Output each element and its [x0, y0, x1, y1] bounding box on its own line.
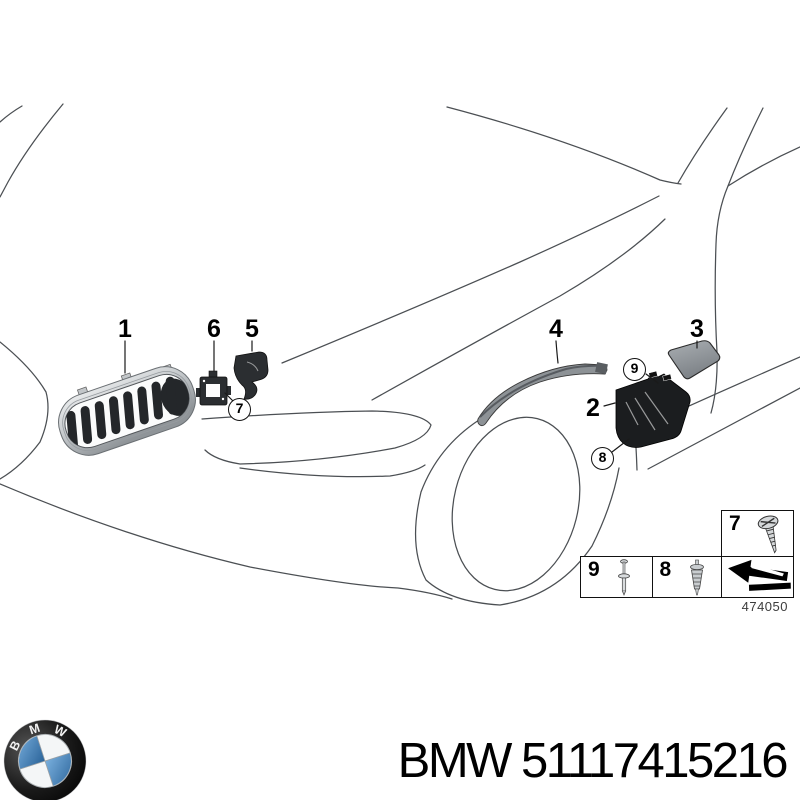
part-arch-trim-4 — [477, 362, 608, 427]
legend-cell-blind-rivet: 9 — [580, 556, 653, 598]
leader-4 — [555, 340, 559, 364]
circled-callout-9: 9 — [623, 358, 646, 381]
callout-4: 4 — [549, 315, 563, 343]
part-number-text: BMW 51117415216 — [397, 734, 789, 788]
blind-rivet-icon — [618, 559, 630, 596]
callout-5: 5 — [245, 315, 259, 343]
part-grille — [58, 363, 196, 456]
leader-lines — [124, 340, 698, 453]
part-filler-2 — [615, 370, 691, 448]
legend-expanding-rivet-number: 8 — [659, 558, 672, 581]
wheel-opening — [451, 416, 581, 592]
bmw-logo: B M W — [3, 719, 87, 800]
screw-icon — [757, 515, 779, 554]
bumper-sweep — [0, 483, 453, 600]
part-cover-3 — [667, 340, 721, 380]
bumper-crease — [239, 464, 426, 478]
leader-c8 — [611, 438, 630, 453]
a-pillar-left — [677, 107, 728, 184]
diagram-code: 474050 — [741, 599, 788, 614]
rocker-lower-line — [647, 387, 800, 470]
direction-arrow-icon — [728, 559, 791, 591]
cowl-line — [446, 106, 682, 185]
logo-letter-m: M — [28, 721, 42, 738]
legend-blind-rivet-number: 9 — [588, 558, 600, 581]
legend-cell-screw: 7 — [721, 510, 794, 557]
shoulder-line — [371, 218, 666, 401]
grille-frame-rim — [62, 371, 192, 451]
legend-screw-number: 7 — [729, 512, 741, 535]
callout-3: 3 — [690, 315, 704, 343]
part-bracket-6 — [196, 370, 231, 406]
circled-callout-7: 7 — [228, 398, 251, 421]
legend-cell-expanding-rivet: 8 — [651, 556, 724, 598]
headlight-outline — [201, 410, 432, 465]
legend-cell-direction — [721, 556, 794, 598]
leader-2 — [603, 402, 616, 407]
callout-2: 2 — [586, 394, 600, 422]
expanding-rivet-icon — [689, 559, 704, 596]
part-bracket-5-notch — [246, 361, 259, 372]
wheel-arch-outer — [414, 419, 620, 606]
fender-top-line — [0, 105, 23, 123]
a-pillar-right-door-edge — [710, 107, 764, 414]
circled-callout-8: 8 — [591, 447, 614, 470]
front-corner-line — [0, 341, 49, 480]
leader-c9 — [645, 373, 659, 384]
grille-slats — [66, 376, 192, 449]
part-bracket-5 — [233, 351, 269, 400]
beltline — [727, 146, 800, 187]
hood-edge-line — [281, 195, 660, 364]
callout-1: 1 — [118, 315, 132, 343]
callout-6: 6 — [207, 315, 221, 343]
car-body-outline — [0, 103, 800, 606]
hood-left-line — [0, 103, 64, 198]
